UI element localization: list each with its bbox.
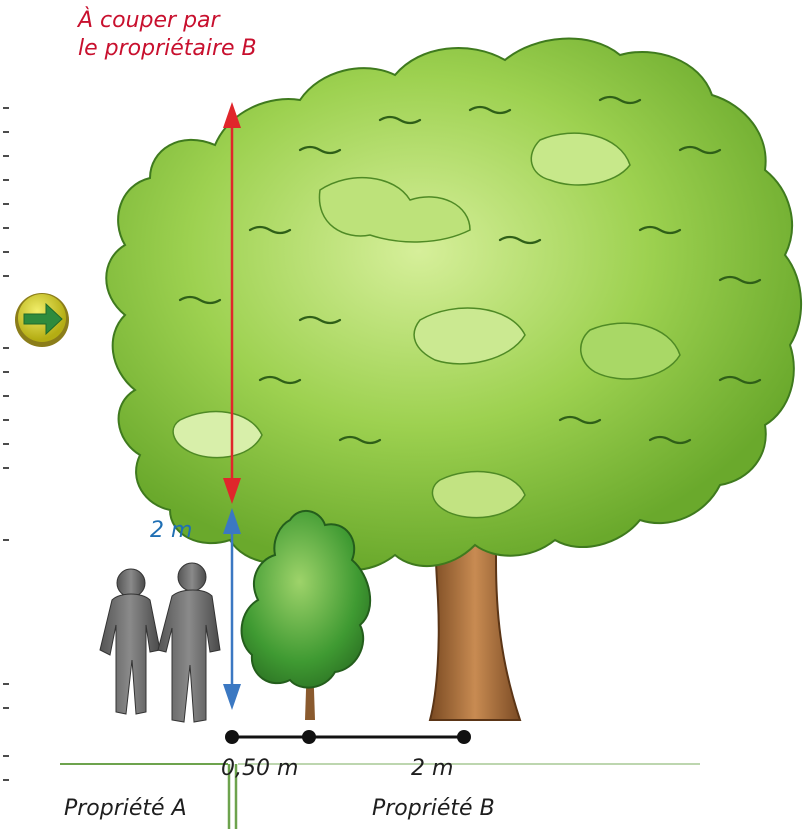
cut-label-line1: À couper par xyxy=(78,7,257,35)
distance-label-left: 0,50 m xyxy=(221,756,298,781)
baseline-point-small-tree xyxy=(302,730,316,744)
person-right xyxy=(158,563,220,722)
cut-label-line2: le propriétaire B xyxy=(78,35,257,63)
tree-canopy xyxy=(106,39,801,570)
arrow-right-icon[interactable] xyxy=(15,293,69,347)
property-b-label: Propriété B xyxy=(372,796,495,821)
left-edge-ticks xyxy=(3,108,9,780)
people-silhouettes xyxy=(100,563,220,722)
distance-baseline xyxy=(225,730,471,744)
distance-label-right: 2 m xyxy=(411,756,453,781)
baseline-point-property-line xyxy=(225,730,239,744)
height-label: 2 m xyxy=(150,518,192,543)
height-arrow-head-bottom xyxy=(223,684,241,710)
cut-label: À couper par le propriétaire B xyxy=(78,7,257,63)
property-a-label: Propriété A xyxy=(64,796,187,821)
person-left xyxy=(100,569,160,714)
baseline-point-large-tree xyxy=(457,730,471,744)
